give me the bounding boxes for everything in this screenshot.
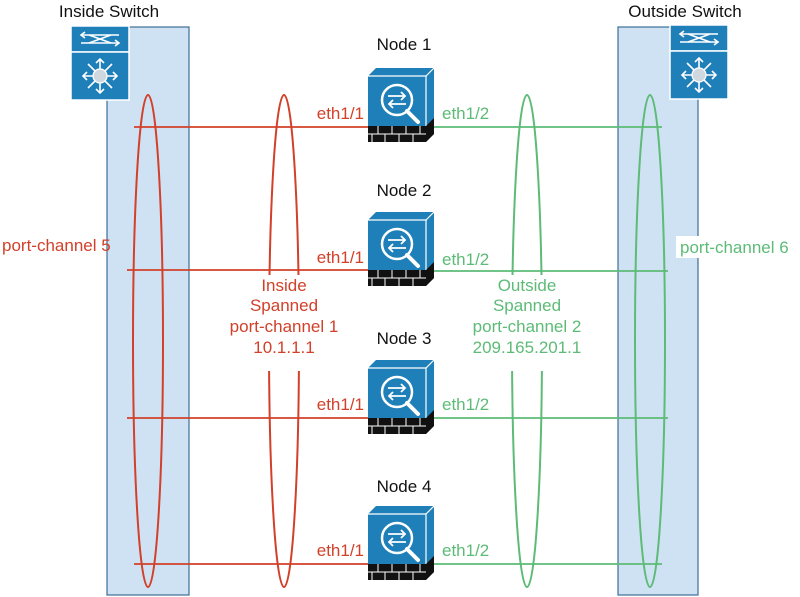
inside-spanned-line-3: port-channel 1 <box>230 317 339 336</box>
outside-switch-icon <box>669 24 729 100</box>
inside-spanned-line-1: Inside <box>261 276 306 295</box>
node-1-outside-port-label: eth1/2 <box>442 104 489 123</box>
outside-spanned-line-1: Outside <box>498 276 557 295</box>
node-4-firewall-icon <box>366 504 436 582</box>
inside-port-channel-label-bg <box>0 234 106 256</box>
node-1-firewall-icon <box>366 66 436 144</box>
outside-switch-bar <box>617 26 699 596</box>
outside-switch-label: Outside Switch <box>628 2 741 21</box>
node-2-label: Node 2 <box>377 181 432 200</box>
inside-switch-port-channel-label: port-channel 5 <box>2 236 111 255</box>
node-4-outside-port-label: eth1/2 <box>442 541 489 560</box>
inside-spanned-label-bg <box>214 275 354 371</box>
outside-spanned-port-channel-label: Outside Spanned port-channel 2 209.165.2… <box>473 276 582 357</box>
outside-spanned-label-bg <box>462 275 596 371</box>
outside-port-channel-label-bg <box>676 236 800 258</box>
node-1-inside-port-label: eth1/1 <box>317 104 364 123</box>
outside-switch-port-channel-ellipse <box>634 94 666 588</box>
node-2-firewall-icon <box>366 210 436 288</box>
node-2-inside-port-label: eth1/1 <box>317 248 364 267</box>
inside-spanned-line-4: 10.1.1.1 <box>253 338 314 357</box>
inside-spanned-port-channel-label: Inside Spanned port-channel 1 10.1.1.1 <box>230 276 339 357</box>
node-3-firewall-icon <box>366 358 436 436</box>
node-3-outside-port-label: eth1/2 <box>442 395 489 414</box>
inside-spanned-line-2: Spanned <box>250 296 318 315</box>
outside-spanned-line-2: Spanned <box>493 296 561 315</box>
inside-switch-label: Inside Switch <box>59 2 159 21</box>
inside-switch-icon <box>70 25 130 101</box>
node-1-label: Node 1 <box>377 35 432 54</box>
outside-spanned-line-4: 209.165.201.1 <box>473 338 582 357</box>
outside-links <box>434 126 668 565</box>
inside-switch-port-channel-ellipse <box>132 94 164 588</box>
outside-spanned-line-3: port-channel 2 <box>473 317 582 336</box>
node-3-label: Node 3 <box>377 329 432 348</box>
inside-links <box>127 126 368 565</box>
node-4-label: Node 4 <box>377 477 432 496</box>
inside-switch-bar <box>106 26 190 596</box>
node-2-outside-port-label: eth1/2 <box>442 250 489 269</box>
node-3-inside-port-label: eth1/1 <box>317 395 364 414</box>
outside-switch-port-channel-label: port-channel 6 <box>680 238 789 257</box>
node-4-inside-port-label: eth1/1 <box>317 541 364 560</box>
